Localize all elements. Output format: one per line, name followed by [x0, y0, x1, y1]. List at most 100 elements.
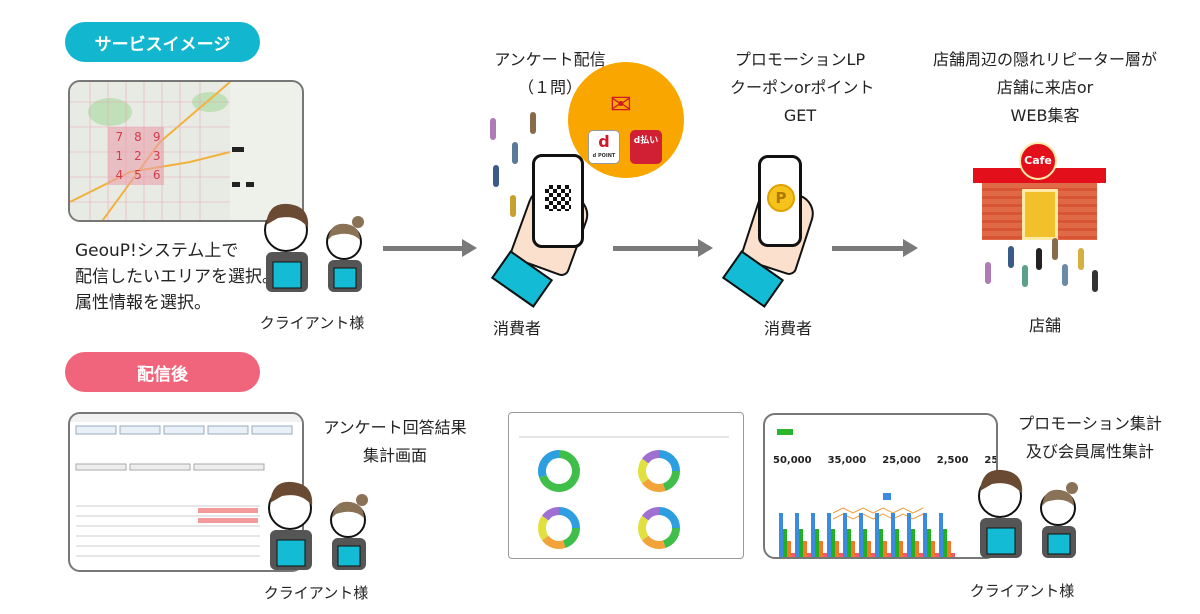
arrow-icon [383, 239, 477, 257]
grid-cell[interactable]: 7 [115, 130, 124, 144]
chart-bar [803, 541, 807, 557]
survey-table-image [70, 414, 302, 557]
chart-bar [895, 529, 899, 557]
person-icon [1036, 248, 1042, 270]
chart-bar [843, 513, 847, 557]
step2-title-line: アンケート配信 [494, 50, 606, 69]
grid-cell[interactable]: 5 [134, 168, 142, 182]
mail-icon: ✉ [610, 90, 632, 120]
attribute-donut-screenshot [508, 412, 744, 559]
survey-results-screenshot [68, 412, 304, 572]
step4-title-line: WEB集客 [1010, 106, 1080, 125]
after-delivery-pill: 配信後 [65, 352, 260, 392]
grid-cell[interactable]: 2 [134, 149, 142, 163]
promotion-actor-label: クライアント様 [969, 582, 1075, 600]
step3-actor-label: 消費者 [763, 319, 813, 338]
chart-bar [779, 513, 783, 557]
donut-segment [538, 450, 560, 478]
step2-title: アンケート配信 （１問） [490, 46, 610, 102]
chart-bar [911, 529, 915, 557]
chart-bar [939, 513, 943, 557]
bar-chart-toggle[interactable] [883, 493, 891, 500]
chart-bar [811, 513, 815, 557]
chart-bar [883, 541, 887, 557]
metric-value: 25,000 [882, 455, 921, 466]
cafe-sign: Cafe [1019, 142, 1057, 180]
chart-bar [871, 553, 875, 557]
donut-segment [642, 507, 660, 521]
donut-segment [658, 507, 680, 529]
person-icon [512, 142, 518, 164]
client-pair-illustration [268, 481, 368, 570]
chart-bar [791, 553, 795, 557]
survey-caption-line: 集計画面 [362, 446, 427, 465]
step2-actor-label: 消費者 [492, 319, 542, 338]
grid-cell[interactable]: 1 [115, 149, 124, 163]
promotion-caption-line: プロモーション集計 [1018, 414, 1162, 433]
chart-bar [915, 541, 919, 557]
metric-value: 2,500 [936, 455, 969, 466]
chart-bar [919, 553, 923, 557]
person-icon [985, 262, 991, 284]
donut-segment [542, 535, 566, 549]
chart-bar [891, 513, 895, 557]
step3-title-line: プロモーションLP [734, 50, 866, 69]
chart-bar [899, 541, 903, 557]
donut-segment [662, 527, 680, 548]
donut-segment [538, 515, 549, 541]
chart-bar [823, 553, 827, 557]
step1-actor-label: クライアント様 [259, 314, 365, 332]
step3-title: プロモーションLP クーポンorポイント GET [730, 46, 874, 130]
chart-bar [951, 553, 955, 557]
grid-cell[interactable]: 9 [152, 130, 161, 144]
chart-bar [863, 529, 867, 557]
step4-title-line: 店舗に来店or [996, 78, 1094, 97]
person-icon [1022, 265, 1028, 287]
chart-bar [815, 529, 819, 557]
chart-bar [807, 553, 811, 557]
step1-line: 属性情報を選択。 [75, 293, 211, 313]
donut-segment [558, 507, 580, 529]
promotion-caption-line: 及び会員属性集計 [1025, 442, 1154, 461]
chart-bar [875, 513, 879, 557]
chart-bar [851, 541, 855, 557]
grid-cell[interactable]: 3 [152, 149, 161, 163]
survey-actor-label: クライアント様 [263, 584, 369, 602]
step4-actor-label: 店舗 [1028, 316, 1062, 335]
promotion-caption: プロモーション集計 及び会員属性集計 [1010, 410, 1170, 466]
chart-bar [887, 553, 891, 557]
chart-bar [947, 541, 951, 557]
step3-title-line: GET [783, 106, 817, 125]
qr-code-icon [545, 185, 571, 211]
donut-segment [662, 470, 680, 491]
chart-bar [839, 553, 843, 557]
chart-bar [831, 529, 835, 557]
metric-value: 35,000 [827, 455, 867, 466]
donut-segment [658, 450, 680, 472]
chart-bar [827, 513, 831, 557]
step4-title-line: 店舗周辺の隠れリピーター層が [932, 50, 1157, 69]
grid-cell[interactable]: 8 [134, 130, 142, 144]
grid-cell[interactable]: 4 [115, 168, 124, 182]
service-image-pill: サービスイメージ [65, 22, 260, 62]
person-icon [493, 165, 499, 187]
donut-segment [642, 450, 660, 464]
map-image [70, 82, 254, 220]
person-icon [1052, 238, 1058, 260]
metric-value: 250 [984, 455, 998, 466]
survey-caption-line: アンケート回答結果 [323, 418, 467, 437]
client-pair-illustration [264, 203, 364, 292]
donut-charts [519, 436, 729, 549]
grid-cell[interactable]: 6 [152, 168, 161, 182]
chart-bar [927, 529, 931, 557]
donut-segment [638, 458, 649, 484]
chart-bar [867, 541, 871, 557]
person-icon [510, 195, 516, 217]
client-pair-illustration [978, 469, 1078, 558]
phone-icon [532, 154, 584, 248]
d-barai-badge: d払い [630, 130, 662, 164]
